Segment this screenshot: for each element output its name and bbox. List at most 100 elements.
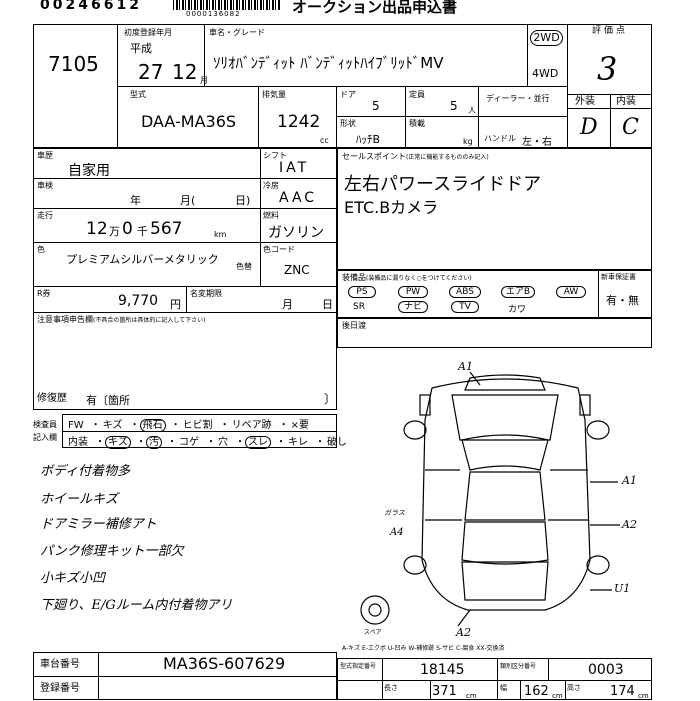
repair-close: 〕	[324, 392, 337, 406]
equip-airbag: エアB	[501, 286, 535, 298]
chassis-label: 車台番号	[40, 659, 80, 670]
name-change-day: 日	[322, 298, 333, 311]
recycle-label: R券	[37, 289, 51, 298]
mirror-left	[403, 420, 427, 440]
fuel-label: 燃料	[263, 211, 279, 220]
tax-value: 有・無	[606, 294, 639, 307]
registration-label: 初度登録年月	[124, 28, 172, 37]
equipment-label: 装備品(装備品に漏りなく○をつけてください)	[342, 273, 472, 283]
legend-separator: ・	[167, 437, 177, 448]
interior-label: 内装	[616, 96, 636, 107]
notes-hint: (不具合の箇所は具体的に記入して下さい)	[93, 317, 206, 324]
legend-label-1: 検査員	[33, 420, 57, 429]
mark-front: A1	[458, 360, 473, 373]
repair-label: 修復歴	[37, 393, 67, 404]
tire-front-right	[579, 394, 591, 416]
handwritten-note: ドアミラー補修アト	[40, 517, 157, 532]
spec-width-label: 幅	[500, 684, 507, 692]
displacement-unit: cc	[320, 136, 329, 145]
legend-item: スレ	[245, 436, 271, 449]
car-body-outline	[421, 378, 591, 611]
load-unit: kg	[463, 137, 473, 146]
name-change-label: 名変期限	[190, 289, 222, 298]
mark-rear-side: U1	[614, 582, 631, 595]
legend-separator: ・	[219, 420, 230, 431]
serial-number: 00246612	[40, 0, 142, 13]
legend-separator: ・	[276, 437, 286, 448]
notes-label-text: 注意事項申告欄	[37, 315, 93, 324]
mileage-man: 12	[86, 219, 108, 239]
spec-height-value: 174	[610, 684, 635, 699]
displacement-value: 1242	[277, 112, 321, 132]
spec-class-value: 0003	[588, 662, 624, 678]
spec-model-label: 型式指定番号	[340, 663, 377, 670]
registration-year: 27	[138, 60, 164, 84]
mark-side-lower: A2	[622, 518, 637, 531]
spec-width-value: 162	[524, 684, 549, 699]
drive-4wd: 4WD	[532, 67, 559, 80]
equip-ps: PS	[348, 286, 376, 298]
legend-separator: ・	[235, 437, 245, 448]
legend-item: 穴	[218, 437, 228, 448]
dealer-label: ディーラー・並行	[486, 94, 550, 103]
equip-tv: TV	[451, 301, 479, 313]
spare-label: スペア	[364, 629, 382, 636]
mileage-unit: km	[214, 230, 227, 239]
spare-tire	[360, 595, 390, 625]
spec-length-value: 371	[432, 684, 457, 699]
shift-label: シフト	[263, 151, 287, 160]
type-code: DAA-MA36S	[141, 112, 237, 131]
plate-label: 登録番号	[40, 683, 80, 694]
handwritten-note: パンク修理キット一部欠	[40, 544, 184, 559]
handwritten-note: ボディ付着物多	[40, 464, 131, 479]
selling-point-2: ETC.Bカメラ	[344, 198, 439, 217]
color-code-value: ZNC	[284, 263, 310, 277]
registration-era: 平成	[130, 42, 152, 55]
legend-item: リペア跡	[231, 420, 272, 431]
use-label: 車歴	[37, 151, 53, 160]
barcode-number: 0000136082	[186, 10, 241, 18]
form-top	[33, 24, 652, 148]
equip-navi: ナビ	[398, 301, 428, 313]
handwritten-note: 小キズ小凹	[40, 571, 106, 586]
color-value: プレミアムシルバーメタリック	[66, 253, 219, 266]
form-middle-left	[33, 148, 337, 410]
spec-height-label: 高さ	[567, 684, 581, 692]
legend-row-2: 内装・キズ・汚・コゲ・穴・スレ・キレ・破し	[66, 433, 354, 449]
legend-item: キズ	[102, 420, 123, 431]
legend-item: FW	[68, 420, 84, 431]
inspection-year-unit: 年	[130, 194, 141, 207]
legend-item: キズ	[105, 436, 131, 449]
registration-month-unit: 月	[200, 76, 208, 85]
equip-sr: SR	[353, 302, 365, 312]
model-name: ｿﾘｵﾊﾞﾝﾃﾞｨｯﾄ ﾊﾞﾝﾃﾞｨｯﾄﾊｲﾌﾞﾘｯﾄﾞMV	[213, 54, 444, 72]
spec-class-label: 類別区分番号	[500, 663, 537, 670]
selling-point-1: 左右パワースライドドア	[344, 174, 542, 195]
handwritten-note: ホイールキズ	[40, 492, 119, 507]
equip-abs: ABS	[449, 286, 481, 298]
inspection-month-unit: 月(	[180, 194, 196, 207]
mileage-zero: 0	[122, 219, 133, 239]
steering-options: 左・右	[522, 137, 552, 148]
mileage-man-unit: 万	[109, 225, 120, 238]
aircon-label: 冷房	[263, 181, 279, 190]
notes-label: 注意事項申告欄(不具合の箇所は具体的に記入して下さい)	[37, 315, 206, 325]
shape-value: ﾊｯﾁB	[356, 133, 381, 146]
spec-width-unit: cm	[552, 692, 563, 700]
wheel-rear-right	[586, 555, 610, 575]
form-post-date	[337, 318, 652, 348]
legend-item: キレ	[288, 437, 308, 448]
roof	[464, 471, 546, 521]
model-label: 車名・グレード	[209, 28, 265, 37]
legend-item: 汚	[146, 436, 162, 449]
rating-label: 評価点	[592, 26, 629, 36]
doors-value: 5	[372, 99, 380, 113]
post-date-label: 後日渡	[342, 321, 366, 330]
legend-separator: ・	[206, 437, 216, 448]
rear-hatch	[461, 561, 549, 601]
interior-grade: C	[622, 115, 639, 140]
exterior-grade: D	[580, 115, 598, 140]
damage-legend: A-キズ E-エクボ U-凹み W-補修跡 S-サビ C-腐食 XX-交換済	[342, 645, 505, 652]
registration-month: 12	[172, 60, 198, 84]
legend-separator: ・	[90, 420, 101, 431]
